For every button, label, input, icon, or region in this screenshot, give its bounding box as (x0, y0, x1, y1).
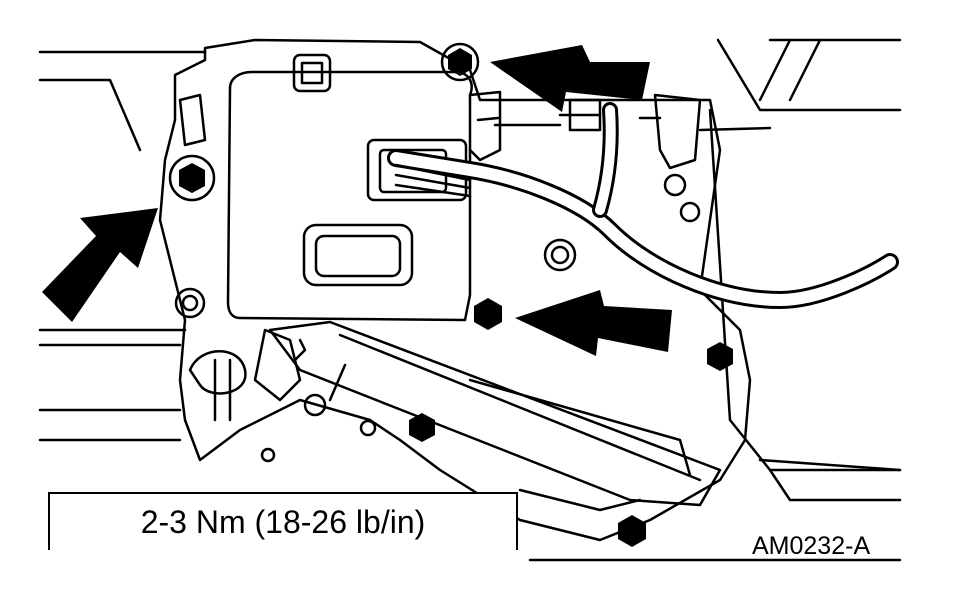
figure-id: AM0232-A (752, 532, 871, 560)
arrow-icon (42, 208, 158, 322)
bolt-icon (474, 298, 502, 330)
connectors (178, 90, 702, 463)
transmission-housing (158, 38, 752, 542)
torque-spec-text: 2-3 Nm (18-26 lb/in) (140, 503, 426, 540)
callout-arrows (42, 45, 672, 356)
arrow-icon (490, 45, 650, 112)
bolt-icon (707, 342, 733, 371)
vehicle-body-outline (38, 38, 902, 562)
bolt-icon (618, 515, 646, 547)
bolts (168, 42, 733, 547)
torque-spec-label: 2-3 Nm (18-26 lb/in) (48, 492, 518, 550)
bolt-icon (409, 413, 435, 442)
bolt-icon (168, 154, 216, 202)
control-module (226, 53, 473, 322)
wiring-harness (387, 102, 899, 309)
arrow-icon (515, 290, 672, 356)
bolt-icon (440, 42, 480, 82)
